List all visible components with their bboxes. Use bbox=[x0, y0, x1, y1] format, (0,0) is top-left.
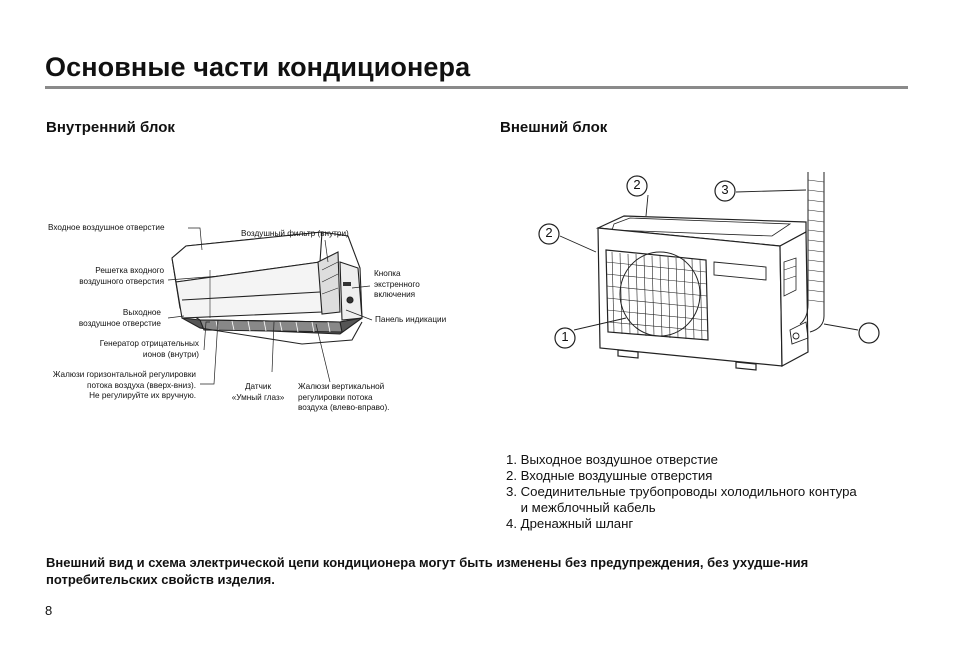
page-number: 8 bbox=[45, 603, 53, 618]
list-item: и межблочный кабель bbox=[506, 500, 656, 515]
notice-text: Внешний вид и схема электрической цепи к… bbox=[46, 555, 809, 587]
callout-1: 1 bbox=[561, 329, 569, 344]
list-item: 2. Входные воздушные отверстия bbox=[506, 468, 713, 483]
callout-2-top: 2 bbox=[633, 177, 641, 192]
title-rule bbox=[45, 86, 908, 89]
callout-3: 3 bbox=[721, 182, 729, 197]
label-air-filter: Воздушный фильтр (внутри) bbox=[241, 229, 349, 238]
page-title: Основные части кондиционера bbox=[45, 52, 471, 82]
list-item: 3. Соединительные трубопроводы холодильн… bbox=[506, 484, 857, 499]
list-item: 1. Выходное воздушное отверстие bbox=[506, 452, 718, 467]
list-item: 4. Дренажный шланг bbox=[506, 516, 634, 531]
callout-2-side: 2 bbox=[545, 225, 553, 240]
indoor-unit-drawing bbox=[167, 227, 373, 385]
label-air-inlet: Входное воздушное отверстие bbox=[48, 223, 165, 232]
outdoor-unit-heading: Внешний блок bbox=[500, 119, 608, 136]
outdoor-parts-list: 1. Выходное воздушное отверстие 2. Входн… bbox=[506, 452, 857, 532]
outdoor-unit-drawing bbox=[538, 172, 880, 371]
label-smart-eye-sensor: Датчик«Умный глаз» bbox=[231, 382, 285, 402]
label-display-panel: Панель индикации bbox=[375, 315, 447, 324]
indoor-unit-heading: Внутренний блок bbox=[46, 119, 175, 136]
